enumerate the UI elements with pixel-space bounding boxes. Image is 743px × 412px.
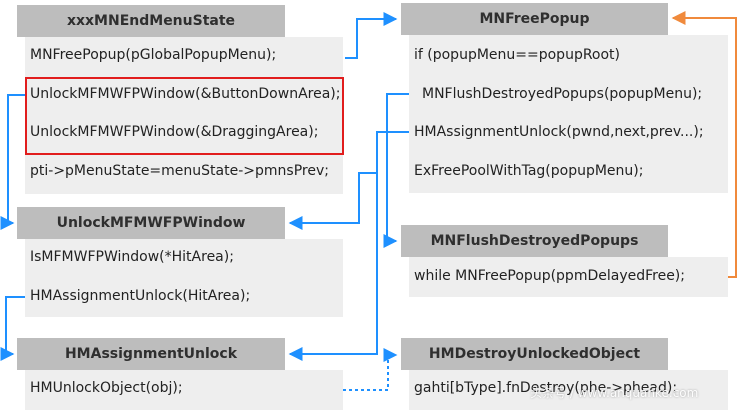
arrow-flushdestroyed-to-mnfreepopup [671, 11, 737, 278]
code-line-unlock-buttondownarea: UnlockMFMWFPWindow(&ButtonDownArea); [30, 86, 341, 102]
code-line-pmenustate-assign: pti->pMenuState=menuState->pmnsPrev; [30, 163, 329, 179]
box-title-hmdestroyunlockedobject: HMDestroyUnlockedObject [401, 338, 668, 370]
code-line-hmassignmentunlock-hitarea: HMAssignmentUnlock(HitArea); [30, 288, 251, 304]
box-title-mnflushdestroyedpopups: MNFlushDestroyedPopups [401, 225, 668, 257]
box-body-unlockmfmwfpwindow [25, 239, 343, 317]
code-line-ismfmwfpwindow: IsMFMWFPWindow(*HitArea); [30, 249, 234, 265]
box-body-hmdestroyunlockedobject [409, 370, 728, 410]
code-line-mnfreepopup-call: MNFreePopup(pGlobalPopupMenu); [30, 47, 277, 63]
code-line-hmunlockobject: HMUnlockObject(obj); [30, 380, 183, 396]
box-body-mnflushdestroyedpopups [409, 257, 728, 297]
box-body-xxxmnendmenustate [25, 37, 343, 194]
arrow-to-hmassignmentunlock [288, 131, 409, 361]
code-line-unlock-draggingarea: UnlockMFMWFPWindow(&DraggingArea); [30, 124, 319, 140]
box-body-mnfreepopup [409, 35, 728, 193]
box-title-xxxmnendmenustate: xxxMNEndMenuState [17, 5, 285, 37]
arrow-unlockobject-to-destroyunlocked [343, 348, 398, 391]
box-title-mnfreepopup: MNFreePopup [401, 3, 668, 35]
arrow-endmenustate-to-mnfreepopup [345, 12, 398, 59]
highlight-unlock-calls [25, 77, 344, 155]
arrow-hitarea-to-hmassignmentunlock [0, 296, 25, 361]
code-line-mnflushdestroyedpopups-call: MNFlushDestroyedPopups(popupMenu); [422, 86, 703, 102]
watermark-text: 头条号 / www.anquanke.com [530, 386, 699, 400]
box-title-hmassignmentunlock: HMAssignmentUnlock [17, 338, 285, 370]
code-line-fndestroy: gahti[bType].fnDestroy(phe->phead); [414, 380, 678, 396]
code-line-while-mnfreepopup: while MNFreePopup(ppmDelayedFree); [414, 268, 685, 284]
arrow-pwnd-unlock-to-unlockmfmwfpwindow [288, 131, 409, 230]
arrow-unlock-calls-to-unlockmfmwfpwindow [0, 94, 25, 230]
arrow-mnfreepopup-to-flushdestroyed [383, 93, 409, 248]
box-title-unlockmfmwfpwindow: UnlockMFMWFPWindow [17, 207, 285, 239]
code-line-hmassignmentunlock-pwnd: HMAssignmentUnlock(pwnd,next,prev...); [414, 124, 704, 140]
code-line-popupmenu-check: if (popupMenu==popupRoot) [414, 47, 621, 63]
box-body-hmassignmentunlock [25, 370, 343, 410]
code-line-exfreepoolwithtag: ExFreePoolWithTag(popupMenu); [414, 163, 644, 179]
